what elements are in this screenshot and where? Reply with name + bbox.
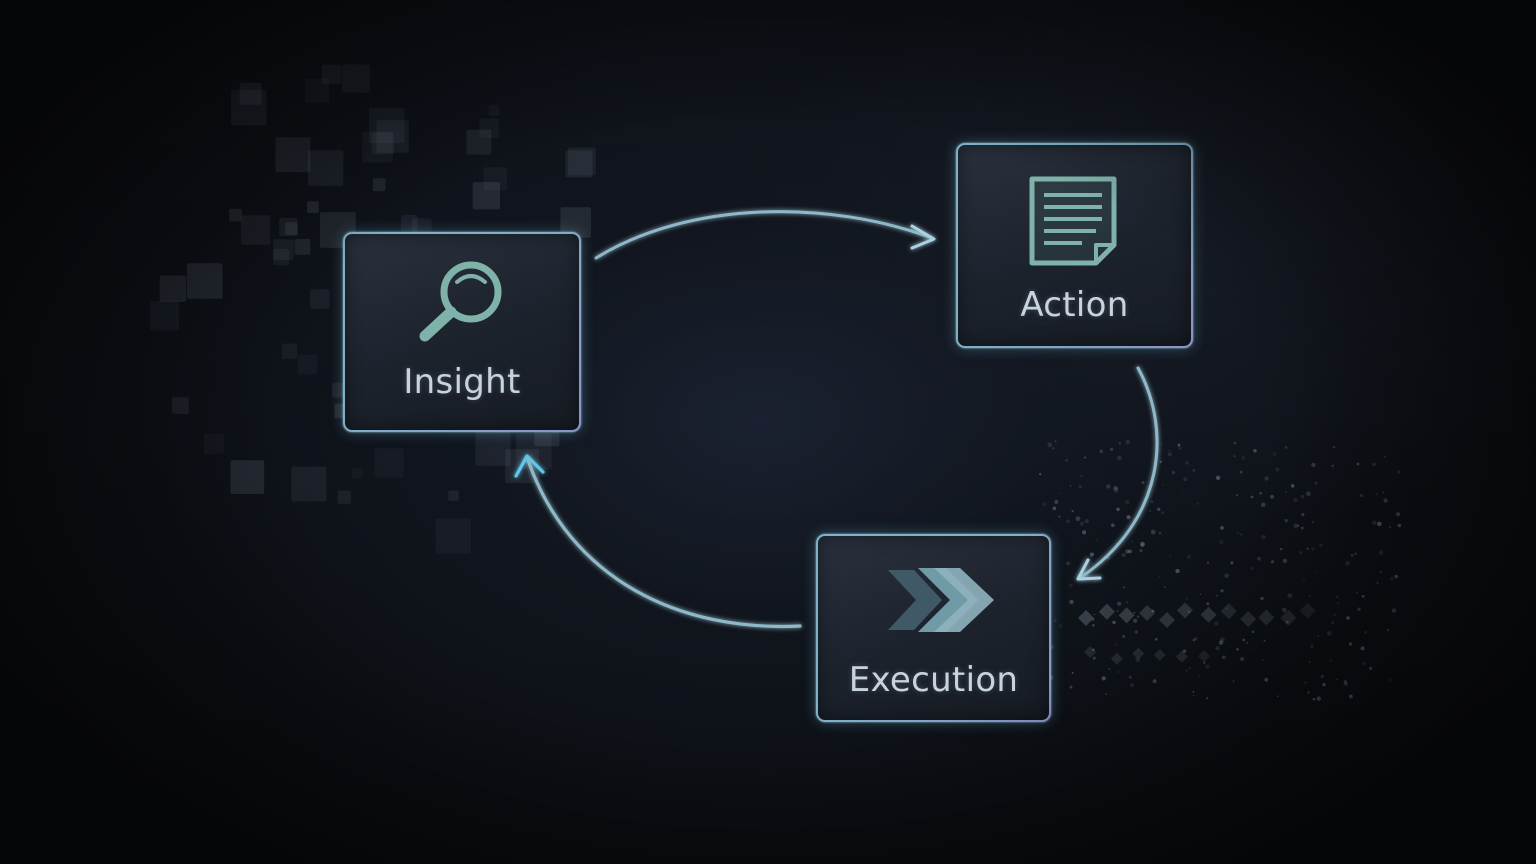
node-execution[interactable]: Execution — [816, 534, 1051, 722]
arrow-insight-to-action — [594, 210, 936, 260]
magnifying-glass-icon — [419, 261, 502, 342]
fast-forward-icon — [888, 568, 994, 632]
node-label-insight: Insight — [403, 362, 521, 402]
arrow-action-to-execution — [1076, 366, 1159, 581]
node-label-execution: Execution — [848, 660, 1019, 700]
arrow-execution-to-insight — [514, 454, 802, 629]
node-action[interactable]: Action — [956, 143, 1193, 348]
node-label-action: Action — [1020, 285, 1129, 325]
document-icon — [1029, 176, 1117, 266]
node-insight[interactable]: Insight — [343, 232, 581, 432]
